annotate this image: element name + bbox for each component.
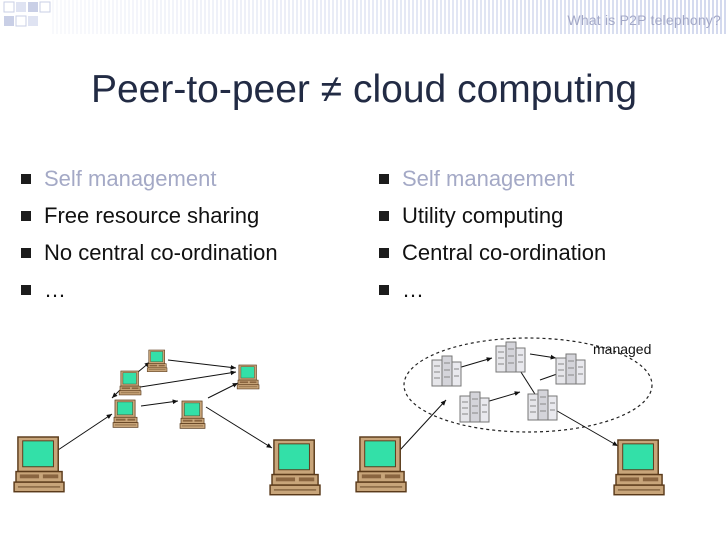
list-item-text: Utility computing (402, 203, 564, 228)
connection-arrow (167, 359, 237, 370)
list-item: … (14, 271, 278, 308)
bullet-square-icon (379, 211, 389, 221)
list-item: No central co-ordination (14, 234, 278, 271)
connection-arrow (111, 389, 121, 399)
slide-title: Peer-to-peer ≠ cloud computing (90, 68, 638, 111)
bullet-square-icon (379, 285, 389, 295)
list-item: Self management (372, 160, 606, 197)
list-item: Utility computing (372, 197, 606, 234)
connection-arrow (140, 399, 179, 407)
connection-arrow (57, 413, 113, 451)
p2p-bullet-list: Self management Free resource sharing No… (14, 160, 278, 308)
computer-icon (146, 349, 168, 372)
list-item-text: Central co-ordination (402, 240, 607, 265)
computer-icon (112, 399, 139, 428)
computer-icon (13, 436, 65, 493)
computer-icon (236, 364, 260, 390)
server-icon (495, 341, 526, 373)
cloud-boundary (403, 337, 653, 433)
list-item-text: … (44, 277, 66, 302)
bullet-square-icon (21, 174, 31, 184)
bullet-square-icon (379, 248, 389, 258)
list-item-text: No central co-ordination (44, 240, 278, 265)
list-item-text: … (402, 277, 424, 302)
server-icon (527, 389, 558, 421)
connection-arrow (551, 407, 619, 447)
list-item: Central co-ordination (372, 234, 606, 271)
bullet-square-icon (21, 248, 31, 258)
list-item: Self management (14, 160, 278, 197)
server-icon (431, 355, 462, 387)
list-item: Free resource sharing (14, 197, 278, 234)
header-stripes (52, 0, 728, 34)
connection-arrow (457, 357, 493, 369)
list-item: … (372, 271, 606, 308)
computer-icon (613, 439, 665, 496)
section-label: What is P2P telephony? (567, 12, 721, 28)
list-item-text: Free resource sharing (44, 203, 260, 228)
managed-label: managed (593, 341, 652, 357)
connection-arrow (205, 406, 273, 449)
computer-icon (355, 436, 407, 493)
bullet-square-icon (379, 174, 389, 184)
computer-icon (179, 400, 206, 429)
connection-arrow (485, 391, 521, 403)
list-item-text: Self management (44, 166, 217, 191)
connection-arrow (529, 353, 557, 360)
cloud-network (355, 337, 665, 496)
list-item-text: Self management (402, 166, 575, 191)
p2p-network (13, 349, 321, 496)
connection-arrow (399, 399, 447, 451)
cloud-bullet-list: Self management Utility computing Centra… (372, 160, 606, 308)
server-icon (555, 353, 586, 385)
bullet-square-icon (21, 285, 31, 295)
header-decoration (3, 1, 51, 27)
connection-arrow (133, 370, 237, 389)
computer-icon (118, 370, 142, 396)
server-icon (459, 391, 490, 423)
computer-icon (269, 439, 321, 496)
connection-arrow (207, 382, 239, 399)
header-bar: What is P2P telephony? (0, 0, 728, 34)
bullet-square-icon (21, 211, 31, 221)
